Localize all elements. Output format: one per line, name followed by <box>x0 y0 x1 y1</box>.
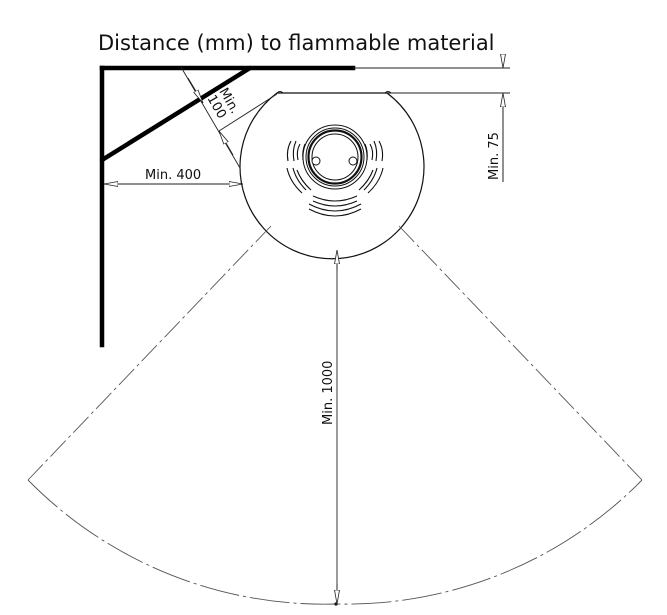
flue-collar-icon <box>302 124 368 190</box>
corner-wall <box>99 65 253 163</box>
diagram-title: Distance (mm) to flammable material <box>98 31 495 55</box>
rear-clearance-label: Min. 75 <box>487 132 502 180</box>
side-clearance-label: Min. 400 <box>145 168 201 183</box>
stove-outline <box>239 92 425 260</box>
front-clearance-label: Min. 1000 <box>321 361 336 425</box>
stove <box>239 91 425 260</box>
side-clearance-dimension: Min. 400 <box>104 168 243 184</box>
rear-clearance-dimension: Min. 75 <box>487 55 503 182</box>
front-clearance-dimension: Min. 1000 <box>321 250 337 604</box>
wall-lines <box>99 65 356 348</box>
vent-slots <box>286 140 384 217</box>
